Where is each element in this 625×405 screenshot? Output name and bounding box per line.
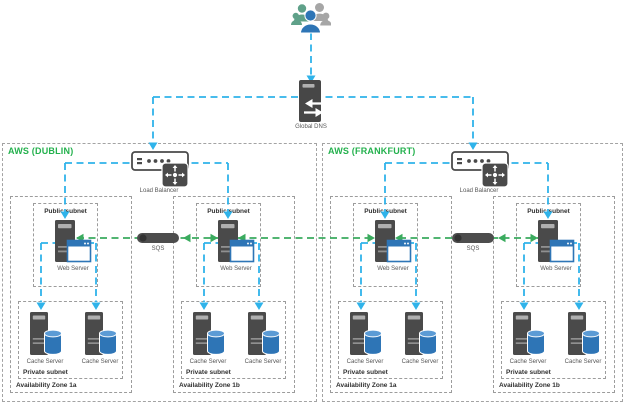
private-subnet-label: Private subnet bbox=[506, 369, 551, 376]
web-server-icon bbox=[375, 220, 412, 263]
cache-server-label: Cache Server bbox=[81, 359, 119, 365]
cache-server-label: Cache Server bbox=[244, 359, 282, 365]
cache-server-icon bbox=[193, 312, 225, 356]
private-subnet-label: Private subnet bbox=[343, 369, 388, 376]
cache-server-label: Cache Server bbox=[401, 359, 439, 365]
web-server-icon bbox=[55, 220, 92, 263]
region-title-frankfurt: AWS (FRANKFURT) bbox=[328, 146, 416, 156]
cache-server-label: Cache Server bbox=[564, 359, 602, 365]
az-box-dublin-1b: Availability Zone 1b bbox=[173, 196, 295, 393]
cache-server-label: Cache Server bbox=[189, 359, 227, 365]
az-label-dublin-1b: Availability Zone 1b bbox=[179, 382, 240, 389]
web-server-label: Web Server bbox=[540, 266, 572, 272]
private-subnet-label: Private subnet bbox=[186, 369, 231, 376]
web-server-label: Web Server bbox=[220, 266, 252, 272]
private-subnet-box-dublin-1a: Private subnet bbox=[18, 301, 123, 379]
cache-server-icon bbox=[30, 312, 62, 356]
private-subnet-label: Private subnet bbox=[23, 369, 68, 376]
load-balancer-icon bbox=[131, 151, 189, 188]
cache-server-icon bbox=[248, 312, 280, 356]
web-server-icon bbox=[218, 220, 255, 263]
cache-server-icon bbox=[513, 312, 545, 356]
cache-server-icon bbox=[85, 312, 117, 356]
az-box-frankfurt-1b: Availability Zone 1b bbox=[493, 196, 615, 393]
az-box-dublin-1a: Availability Zone 1a bbox=[10, 196, 132, 393]
load-balancer-icon bbox=[451, 151, 509, 188]
sqs-label: SQS bbox=[151, 246, 165, 252]
cache-server-label: Cache Server bbox=[509, 359, 547, 365]
web-server-label: Web Server bbox=[377, 266, 409, 272]
private-subnet-box-frankfurt-1a: Private subnet bbox=[338, 301, 443, 379]
web-server-icon bbox=[538, 220, 575, 263]
private-subnet-box-dublin-1b: Private subnet bbox=[181, 301, 286, 379]
region-box-dublin: AWS (DUBLIN) bbox=[2, 143, 317, 402]
load-balancer-label: Load Balancer bbox=[139, 188, 179, 194]
az-label-frankfurt-1a: Availability Zone 1a bbox=[336, 382, 397, 389]
sqs-label: SQS bbox=[466, 246, 480, 252]
cache-server-icon bbox=[568, 312, 600, 356]
az-label-frankfurt-1b: Availability Zone 1b bbox=[499, 382, 560, 389]
users-icon bbox=[291, 2, 331, 34]
az-box-frankfurt-1a: Availability Zone 1a bbox=[330, 196, 452, 393]
dns-server-label: Global DNS bbox=[295, 124, 327, 130]
region-title-dublin: AWS (DUBLIN) bbox=[8, 146, 74, 156]
az-label-dublin-1a: Availability Zone 1a bbox=[16, 382, 77, 389]
sqs-queue-icon bbox=[452, 233, 494, 243]
cache-server-label: Cache Server bbox=[26, 359, 64, 365]
sqs-queue-icon bbox=[137, 233, 179, 243]
dns-server-icon bbox=[297, 80, 325, 124]
private-subnet-box-frankfurt-1b: Private subnet bbox=[501, 301, 606, 379]
cache-server-label: Cache Server bbox=[346, 359, 384, 365]
cache-server-icon bbox=[350, 312, 382, 356]
cache-server-icon bbox=[405, 312, 437, 356]
load-balancer-label: Load Balancer bbox=[459, 188, 499, 194]
web-server-label: Web Server bbox=[57, 266, 89, 272]
